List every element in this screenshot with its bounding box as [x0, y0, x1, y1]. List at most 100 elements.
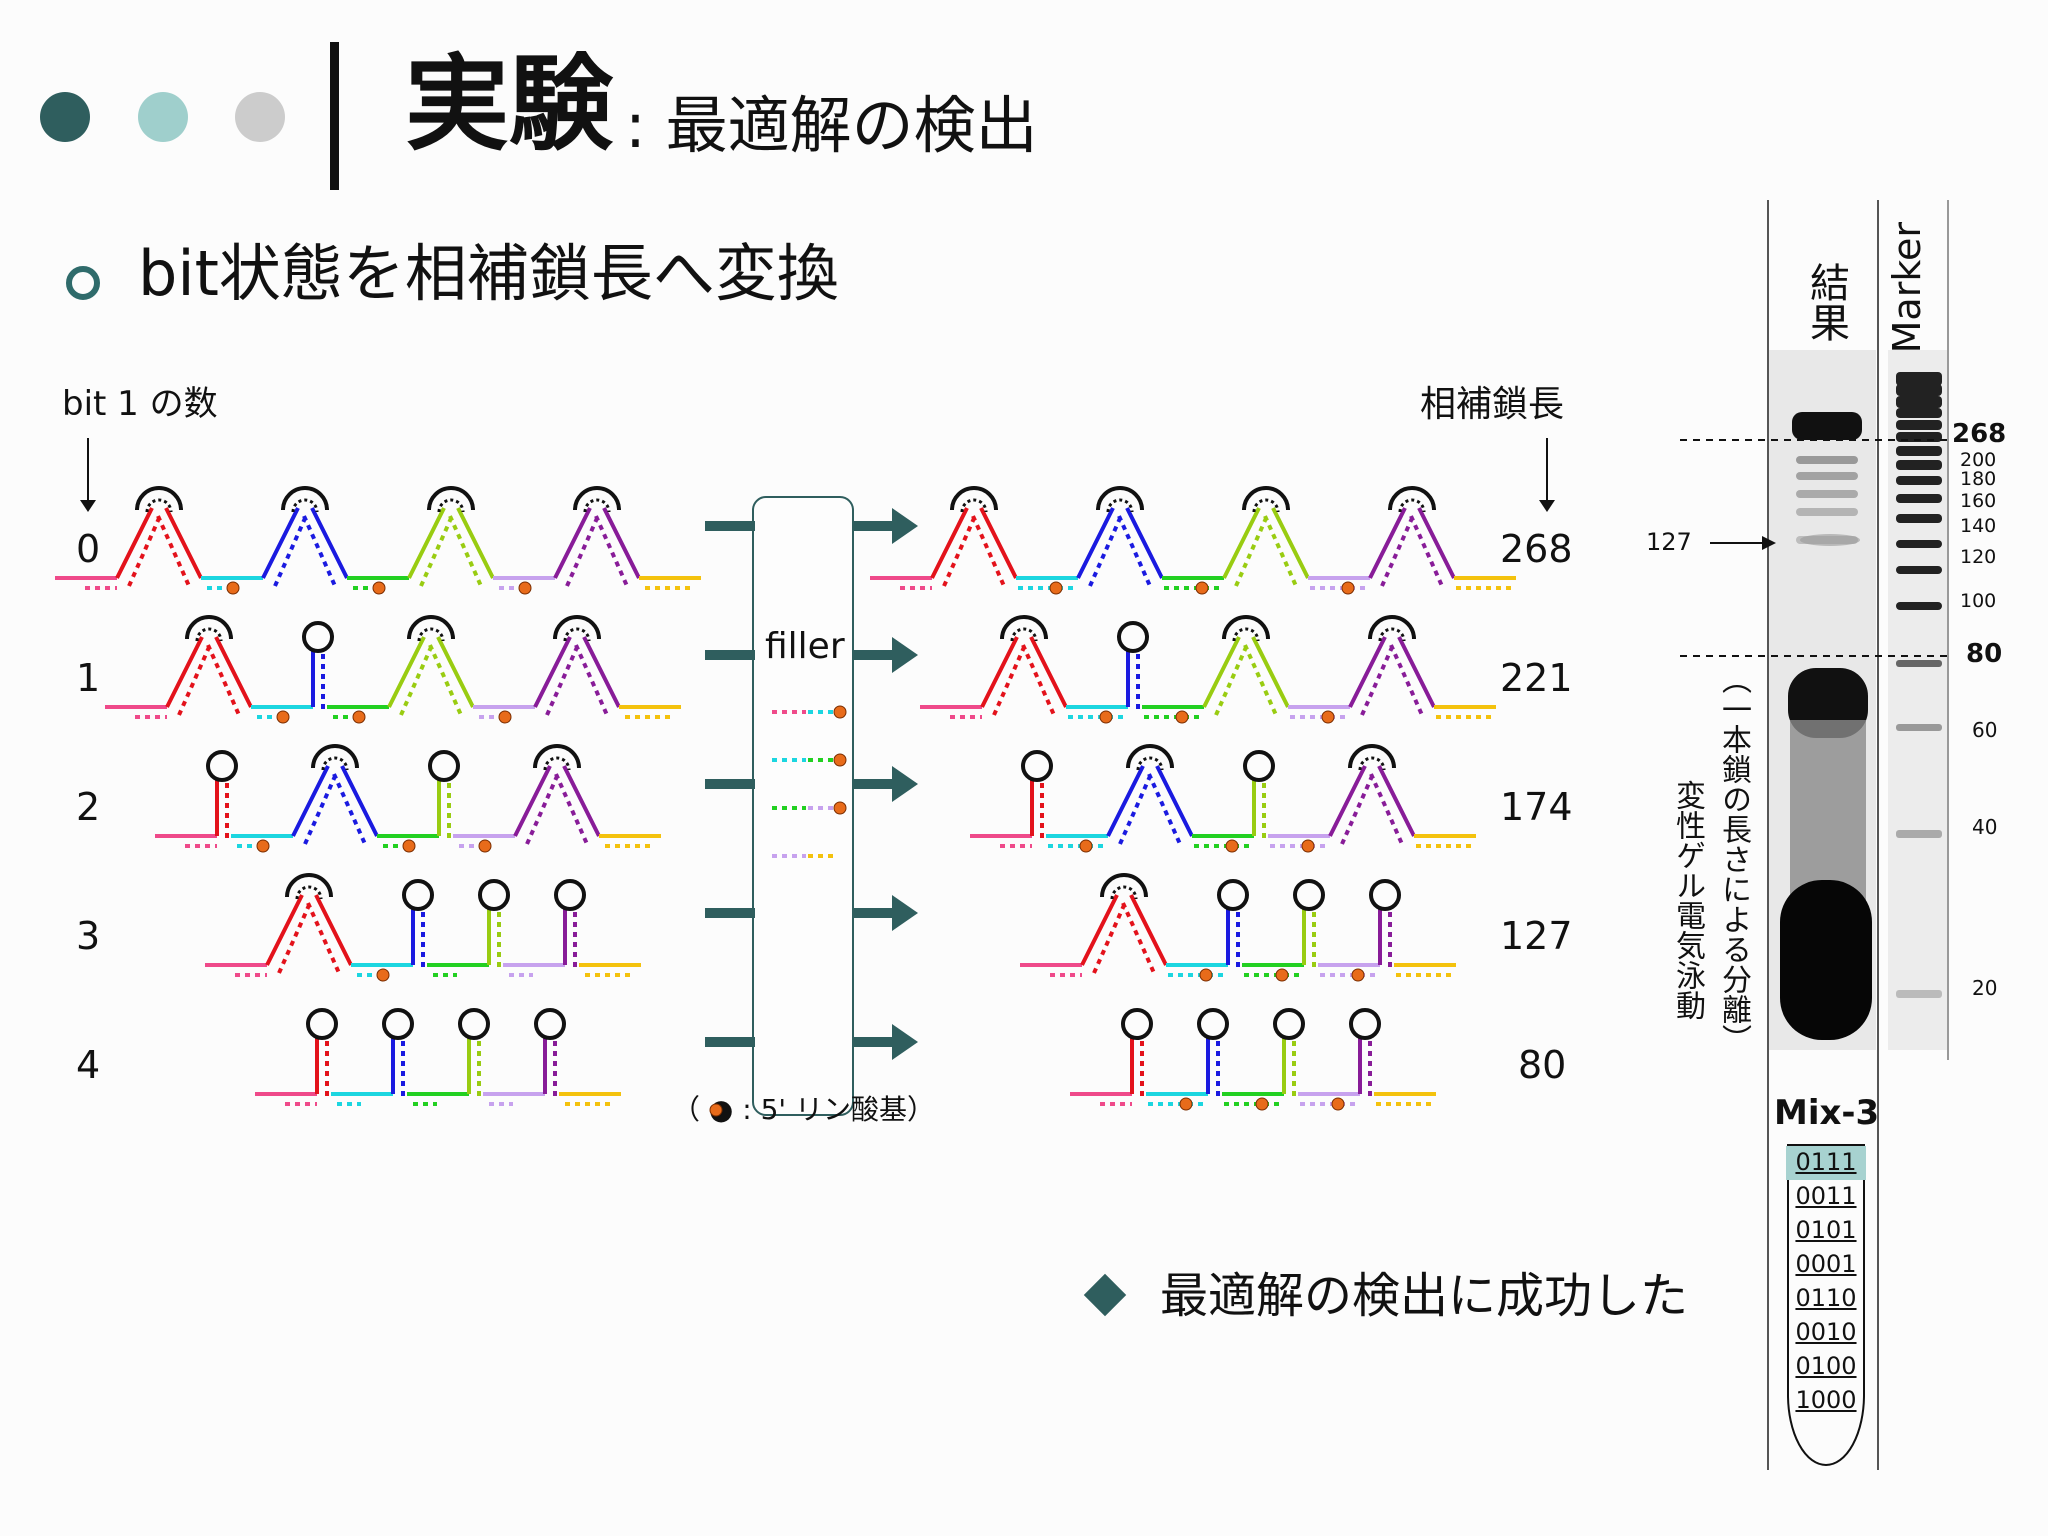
strand-segment — [407, 507, 446, 579]
strand-segment — [1129, 894, 1168, 966]
hairpin-loop — [1369, 879, 1401, 911]
hairpin-loop — [437, 498, 465, 513]
strand-segment — [273, 515, 308, 587]
strand-segment — [1121, 902, 1156, 974]
hairpin-loop — [1197, 1008, 1229, 1040]
phosphate-dot — [1225, 839, 1239, 853]
mix-item: 0110 — [1795, 1284, 1857, 1312]
strand-segment — [303, 773, 338, 845]
strand-segment — [1389, 644, 1424, 716]
hairpin-loop — [1117, 621, 1149, 653]
row-count-0: 0 — [76, 527, 101, 571]
slide-subtitle: : 最適解の検出 — [625, 89, 1038, 162]
strand-segment — [1106, 765, 1145, 837]
hairpin-loop — [291, 498, 319, 513]
strand-segment — [1088, 515, 1123, 587]
arrow-head — [892, 508, 918, 544]
hairpin-loop — [1021, 750, 1053, 782]
arrow-shaft — [852, 1037, 892, 1047]
hairpin-loop — [1100, 873, 1148, 898]
phosphate-dot — [833, 801, 847, 815]
strand-segment — [399, 644, 434, 716]
hairpin-loop — [458, 1008, 490, 1040]
strand-segment — [419, 515, 454, 587]
strand-segment — [554, 773, 589, 845]
strand-segment — [156, 515, 191, 587]
phosphate-dot — [352, 710, 366, 724]
phosphate-dot — [226, 581, 240, 595]
arrow-head — [892, 766, 918, 802]
strand-segment — [206, 644, 241, 716]
ladder-band — [1896, 420, 1942, 430]
ladder-band — [1896, 660, 1942, 667]
strand-segment — [164, 507, 203, 579]
hairpin-loop — [1096, 486, 1144, 511]
gel-band — [1792, 412, 1862, 440]
hairpin-loop — [1121, 1008, 1153, 1040]
arrow-head — [892, 895, 918, 931]
phosphate-dot — [709, 1103, 723, 1117]
hairpin-loop — [402, 879, 434, 911]
strand-segment — [582, 636, 621, 708]
strand-segment — [1125, 507, 1164, 579]
hairpin-loop — [1222, 615, 1270, 640]
marker-268: 268 — [1952, 419, 2007, 449]
strand-segment — [310, 507, 349, 579]
strand-segment — [562, 765, 601, 837]
strand-segment — [261, 507, 300, 579]
hairpin-loop — [1368, 615, 1416, 640]
strand-segment — [1251, 636, 1290, 708]
hairpin-loop — [583, 498, 611, 513]
strand-segment — [1243, 644, 1278, 716]
slide-title: 実験 — [405, 43, 614, 165]
phosphate-dot — [276, 710, 290, 724]
hairpin-loop — [306, 1008, 338, 1040]
marker-100: 100 — [1960, 590, 1997, 612]
row-count-1: 1 — [76, 656, 101, 700]
lane-result-label: 結果 — [1803, 262, 1849, 342]
strand-segment — [971, 515, 1006, 587]
hairpin-loop — [1252, 498, 1280, 513]
phosphate-dot — [376, 968, 390, 982]
phosphate-dot — [1179, 1097, 1193, 1111]
strand-segment — [165, 636, 204, 708]
arrow-shaft — [705, 779, 755, 789]
hairpin-loop — [1242, 486, 1290, 511]
strand-segment — [115, 507, 154, 579]
hairpin-loop — [145, 498, 173, 513]
arrow-shaft — [705, 1037, 755, 1047]
strand-segment — [1417, 507, 1456, 579]
phosphate-dot — [1341, 581, 1355, 595]
mix-title: Mix-3 — [1774, 1093, 1880, 1133]
strand-segment — [1021, 644, 1056, 716]
strand-segment — [1348, 636, 1387, 708]
marker-160: 160 — [1960, 490, 1997, 512]
length-header: 相補鎖長 — [1420, 384, 1565, 425]
hairpin-loop — [407, 615, 455, 640]
bit-count-header: bit 1 の数 — [62, 384, 218, 424]
strand-segment — [1076, 507, 1115, 579]
strand-segment — [332, 773, 367, 845]
strand-segment — [1202, 636, 1241, 708]
ladder-band — [1896, 460, 1942, 470]
mix-item: 1000 — [1795, 1386, 1857, 1414]
gel-band — [1800, 534, 1860, 546]
phosphate-dot — [1275, 968, 1289, 982]
ladder-band — [1896, 514, 1942, 523]
down-arrow-head — [1539, 500, 1555, 512]
hairpin-loop — [1349, 1008, 1381, 1040]
hairpin-loop — [1232, 627, 1260, 642]
strand-segment — [265, 894, 304, 966]
arrow-shaft — [705, 521, 755, 531]
strand-segment — [177, 644, 212, 716]
hairpin-loop — [135, 486, 183, 511]
arrow-shaft — [705, 650, 755, 660]
phosphate-dot — [1351, 968, 1365, 982]
hairpin-loop — [311, 744, 359, 769]
phosphate-dot — [1175, 710, 1189, 724]
hairpin-loop — [285, 873, 333, 898]
hairpin-loop — [206, 750, 238, 782]
strand-segment — [1118, 773, 1153, 845]
